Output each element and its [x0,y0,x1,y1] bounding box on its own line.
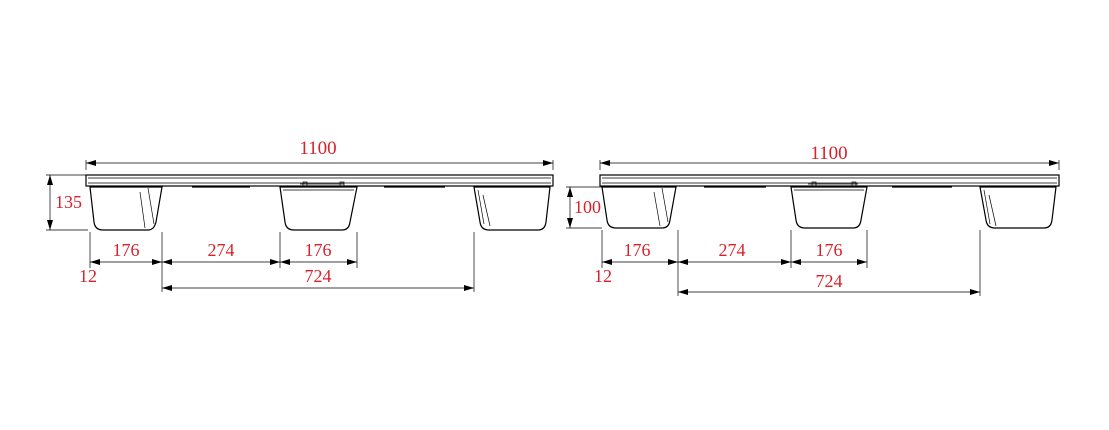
right-bottom-dimensions: 176 274 176 12 724 [594,240,980,295]
right-span-label: 724 [816,271,843,291]
right-foot-width-label: 176 [624,240,651,260]
left-foot-width-label: 176 [113,240,140,260]
right-height-label: 100 [574,197,601,217]
right-center-foot-block [790,186,868,229]
left-gap-label: 274 [208,240,235,260]
left-right-foot-block [473,186,551,231]
right-center-foot-width-label: 176 [816,240,843,260]
left-span-label: 724 [305,266,332,286]
left-offset-label: 12 [79,266,97,286]
right-pallet-view: 1100 [566,143,1060,296]
right-deck [599,174,1060,188]
left-bottom-dimensions: 176 274 176 12 724 [79,240,474,291]
right-height-dimension: 100 [566,186,602,229]
left-height-dimension: 135 [46,174,88,231]
right-gap-label: 274 [719,240,746,260]
left-overall-width-dimension: 1100 [85,138,554,170]
left-foot-block [89,186,163,231]
left-overall-width-label: 1100 [299,138,336,159]
left-pallet-view: 1100 [46,138,554,292]
left-center-foot-block [279,186,358,231]
left-center-foot-width-label: 176 [305,240,332,260]
right-left-foot-block [601,186,677,229]
right-overall-width-label: 1100 [810,143,847,164]
left-deck [85,174,554,188]
right-overall-width-dimension: 1100 [599,143,1060,170]
right-right-foot-block [979,186,1057,229]
left-height-label: 135 [55,192,82,212]
right-offset-label: 12 [594,266,612,286]
